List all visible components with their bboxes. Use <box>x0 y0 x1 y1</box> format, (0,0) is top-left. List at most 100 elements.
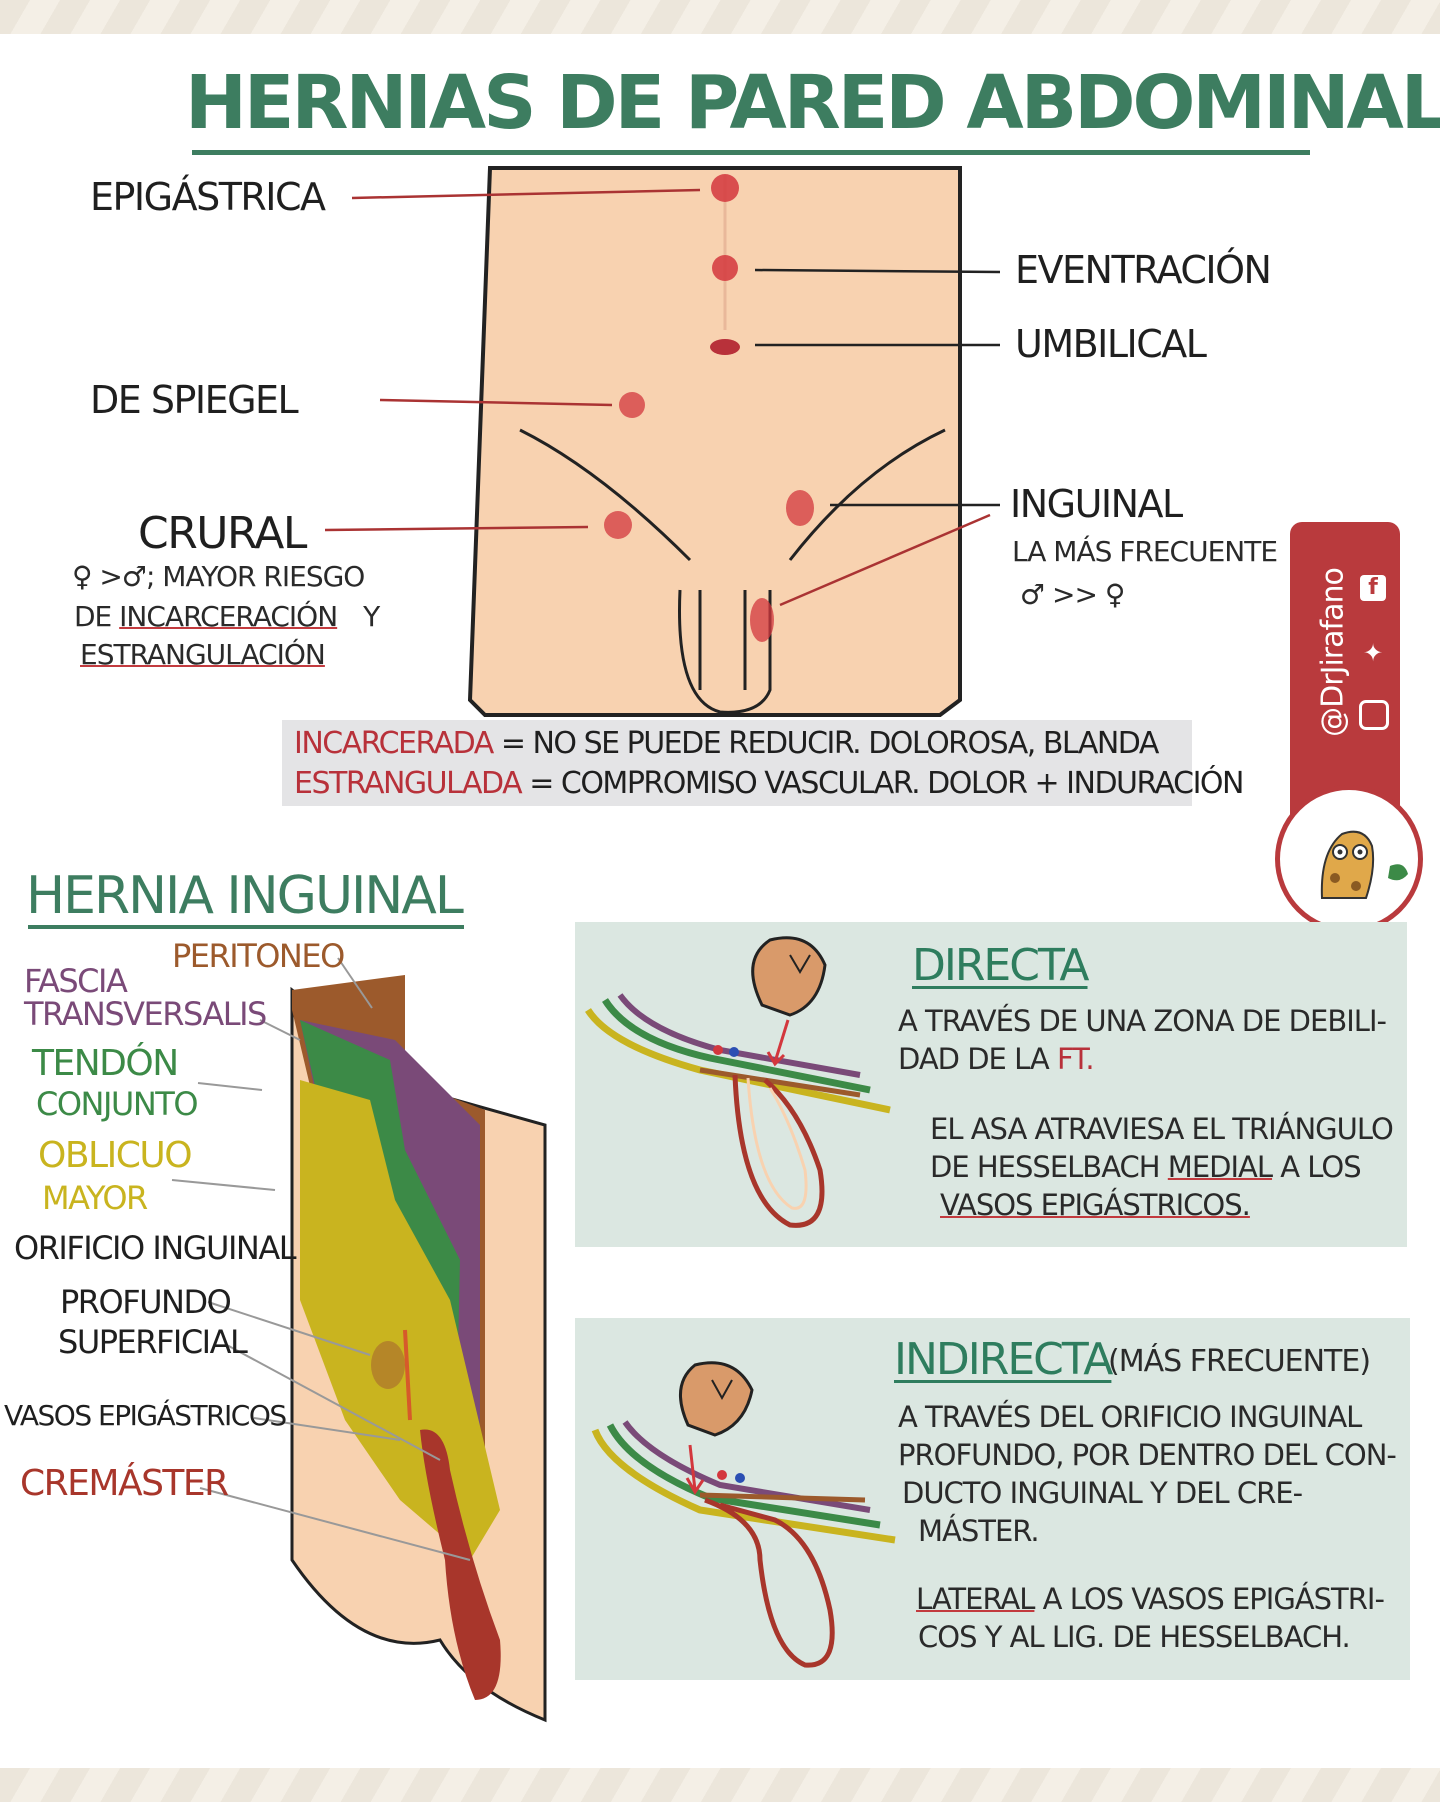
def-estrangulada: = COMPROMISO VASCULAR. DOLOR + INDURACIÓ… <box>529 766 1244 801</box>
crural-note-3: ESTRANGULACIÓN <box>80 638 326 671</box>
vasos-epigastricos-line <box>403 1329 412 1421</box>
leader-spiegel <box>379 398 613 407</box>
crural-note-2a: DE <box>74 600 112 633</box>
inguinal-note-2: ♂ >> ♀ <box>1020 578 1125 611</box>
crural-note-2c: Y <box>363 600 380 633</box>
torso-skin <box>467 166 962 717</box>
indirecta-title: INDIRECTA <box>894 1334 1113 1385</box>
directa-title: DIRECTA <box>912 940 1090 991</box>
definitions-box <box>282 720 1192 806</box>
directa-line-4a: DE HESSELBACH <box>930 1150 1161 1184</box>
indirecta-hernia-loop <box>704 1497 835 1668</box>
label-vasos: VASOS EPIGÁSTRICOS <box>4 1399 287 1432</box>
leader-epigastrica <box>351 188 701 200</box>
spot-umbilical <box>710 339 740 355</box>
label-epigastrica: EPIGÁSTRICA <box>90 175 326 219</box>
orificio-profundo <box>371 1341 405 1389</box>
instagram-icon[interactable] <box>1359 700 1389 730</box>
indirecta-finger <box>678 1361 754 1437</box>
indirecta-subtitle: (MÁS FRECUENTE) <box>1108 1344 1371 1379</box>
label-spiegel: DE SPIEGEL <box>90 378 299 422</box>
indirecta-line-6: COS Y AL LIG. DE HESSELBACH. <box>918 1620 1351 1654</box>
leader-cremaster <box>199 1487 471 1561</box>
spot-spiegel <box>619 392 645 418</box>
leader-tendon <box>197 1082 263 1091</box>
label-umbilical: UMBILICAL <box>1015 322 1207 366</box>
label-fascia-1: FASCIA <box>24 962 128 1000</box>
crural-note-1: ♀ >♂; MAYOR RIESGO <box>72 560 365 593</box>
twitter-icon[interactable]: ✦ <box>1362 639 1384 667</box>
directa-line-2a: DAD DE LA <box>898 1042 1050 1076</box>
crural-note-2: DE INCARCERACIÓN Y <box>74 600 380 633</box>
indirecta-line-2: PROFUNDO, POR DENTRO DEL CON- <box>898 1438 1397 1472</box>
section-title-hernia-inguinal: HERNIA INGUINAL <box>26 866 464 926</box>
leader-superficial <box>224 1343 441 1461</box>
label-inguinal: INGUINAL <box>1010 482 1183 526</box>
groin-lines <box>519 428 946 562</box>
genital-outline <box>678 589 772 714</box>
indirecta-line-1: A TRAVÉS DEL ORIFICIO INGUINAL <box>898 1400 1362 1434</box>
label-oblicuo-1: OBLICUO <box>38 1135 193 1176</box>
spot-inguinal <box>786 490 814 526</box>
section-title-underline <box>28 925 464 929</box>
label-oblicuo-2: MAYOR <box>42 1179 148 1217</box>
top-border <box>0 0 1440 34</box>
cremaster-layer <box>420 1429 501 1700</box>
indirecta-arrow <box>685 1444 705 1495</box>
spot-epigastrica <box>711 174 739 202</box>
indirecta-line-5: LATERAL A LOS VASOS EPIGÁSTRI- <box>916 1580 1385 1618</box>
term-incarcerada: INCARCERADA <box>294 726 494 761</box>
def-incarcerada: = NO SE PUEDE REDUCIR. DOLOROSA, BLANDA <box>500 726 1160 761</box>
definition-incarcerada: INCARCERADA = NO SE PUEDE REDUCIR. DOLOR… <box>294 726 1160 761</box>
spot-inguinal-scrotal <box>750 598 774 642</box>
directa-line-5: VASOS EPIGÁSTRICOS. <box>940 1188 1251 1222</box>
leader-oblicuo <box>171 1179 276 1191</box>
bottom-border <box>0 1768 1440 1802</box>
facebook-icon[interactable]: f <box>1360 575 1386 601</box>
directa-arrow <box>766 1019 790 1067</box>
leader-inguinal-scrotal <box>779 513 991 607</box>
label-orificio: ORIFICIO INGUINAL <box>14 1229 297 1267</box>
inguinal-note-1: LA MÁS FRECUENTE <box>1012 535 1278 568</box>
spot-crural <box>604 511 632 539</box>
directa-hernia-loop <box>732 1074 825 1228</box>
giraffe-icon <box>1320 830 1408 899</box>
directa-line-4: DE HESSELBACH MEDIAL A LOS <box>930 1148 1362 1186</box>
label-peritoneo: PERITONEO <box>172 937 345 975</box>
directa-finger <box>751 936 827 1017</box>
indirecta-line-5b: A LOS VASOS EPIGÁSTRI- <box>1042 1582 1385 1616</box>
indirecta-line-4: MÁSTER. <box>918 1514 1040 1548</box>
leader-eventracion <box>754 268 1001 274</box>
label-superficial: SUPERFICIAL <box>58 1323 248 1361</box>
leader-vasos <box>253 1417 401 1441</box>
label-fascia-2: TRANSVERSALIS <box>24 995 267 1033</box>
label-eventracion: EVENTRACIÓN <box>1015 248 1272 292</box>
label-profundo: PROFUNDO <box>60 1283 232 1321</box>
label-tendon-2: CONJUNTO <box>36 1085 199 1123</box>
directa-line-4b: MEDIAL <box>1167 1150 1273 1184</box>
directa-line-2b: FT. <box>1056 1042 1095 1076</box>
label-cremaster: CREMÁSTER <box>20 1463 229 1504</box>
crural-note-2b: INCARCERACIÓN <box>119 600 338 633</box>
title-underline <box>192 150 1310 155</box>
directa-panel <box>575 922 1407 1247</box>
term-estrangulada: ESTRANGULADA <box>294 766 523 801</box>
leader-fascia <box>259 1019 301 1041</box>
spot-eventracion <box>712 255 738 281</box>
indirecta-line-5a: LATERAL <box>916 1582 1035 1616</box>
label-tendon-1: TENDÓN <box>32 1043 179 1084</box>
definition-estrangulada: ESTRANGULADA = COMPROMISO VASCULAR. DOLO… <box>294 766 1244 801</box>
oblicuo-layer <box>300 1080 500 1560</box>
social-tab <box>1290 522 1400 822</box>
directa-line-1: A TRAVÉS DE UNA ZONA DE DEBILI- <box>898 1004 1387 1038</box>
leader-profundo <box>207 1301 371 1356</box>
leader-peritoneo <box>337 957 373 1009</box>
label-crural: CRURAL <box>138 508 307 559</box>
indirecta-line-3: DUCTO INGUINAL Y DEL CRE- <box>902 1476 1303 1510</box>
directa-line-2: DAD DE LA FT. <box>898 1040 1095 1078</box>
directa-line-3: EL ASA ATRAVIESA EL TRIÁNGULO <box>930 1112 1394 1146</box>
